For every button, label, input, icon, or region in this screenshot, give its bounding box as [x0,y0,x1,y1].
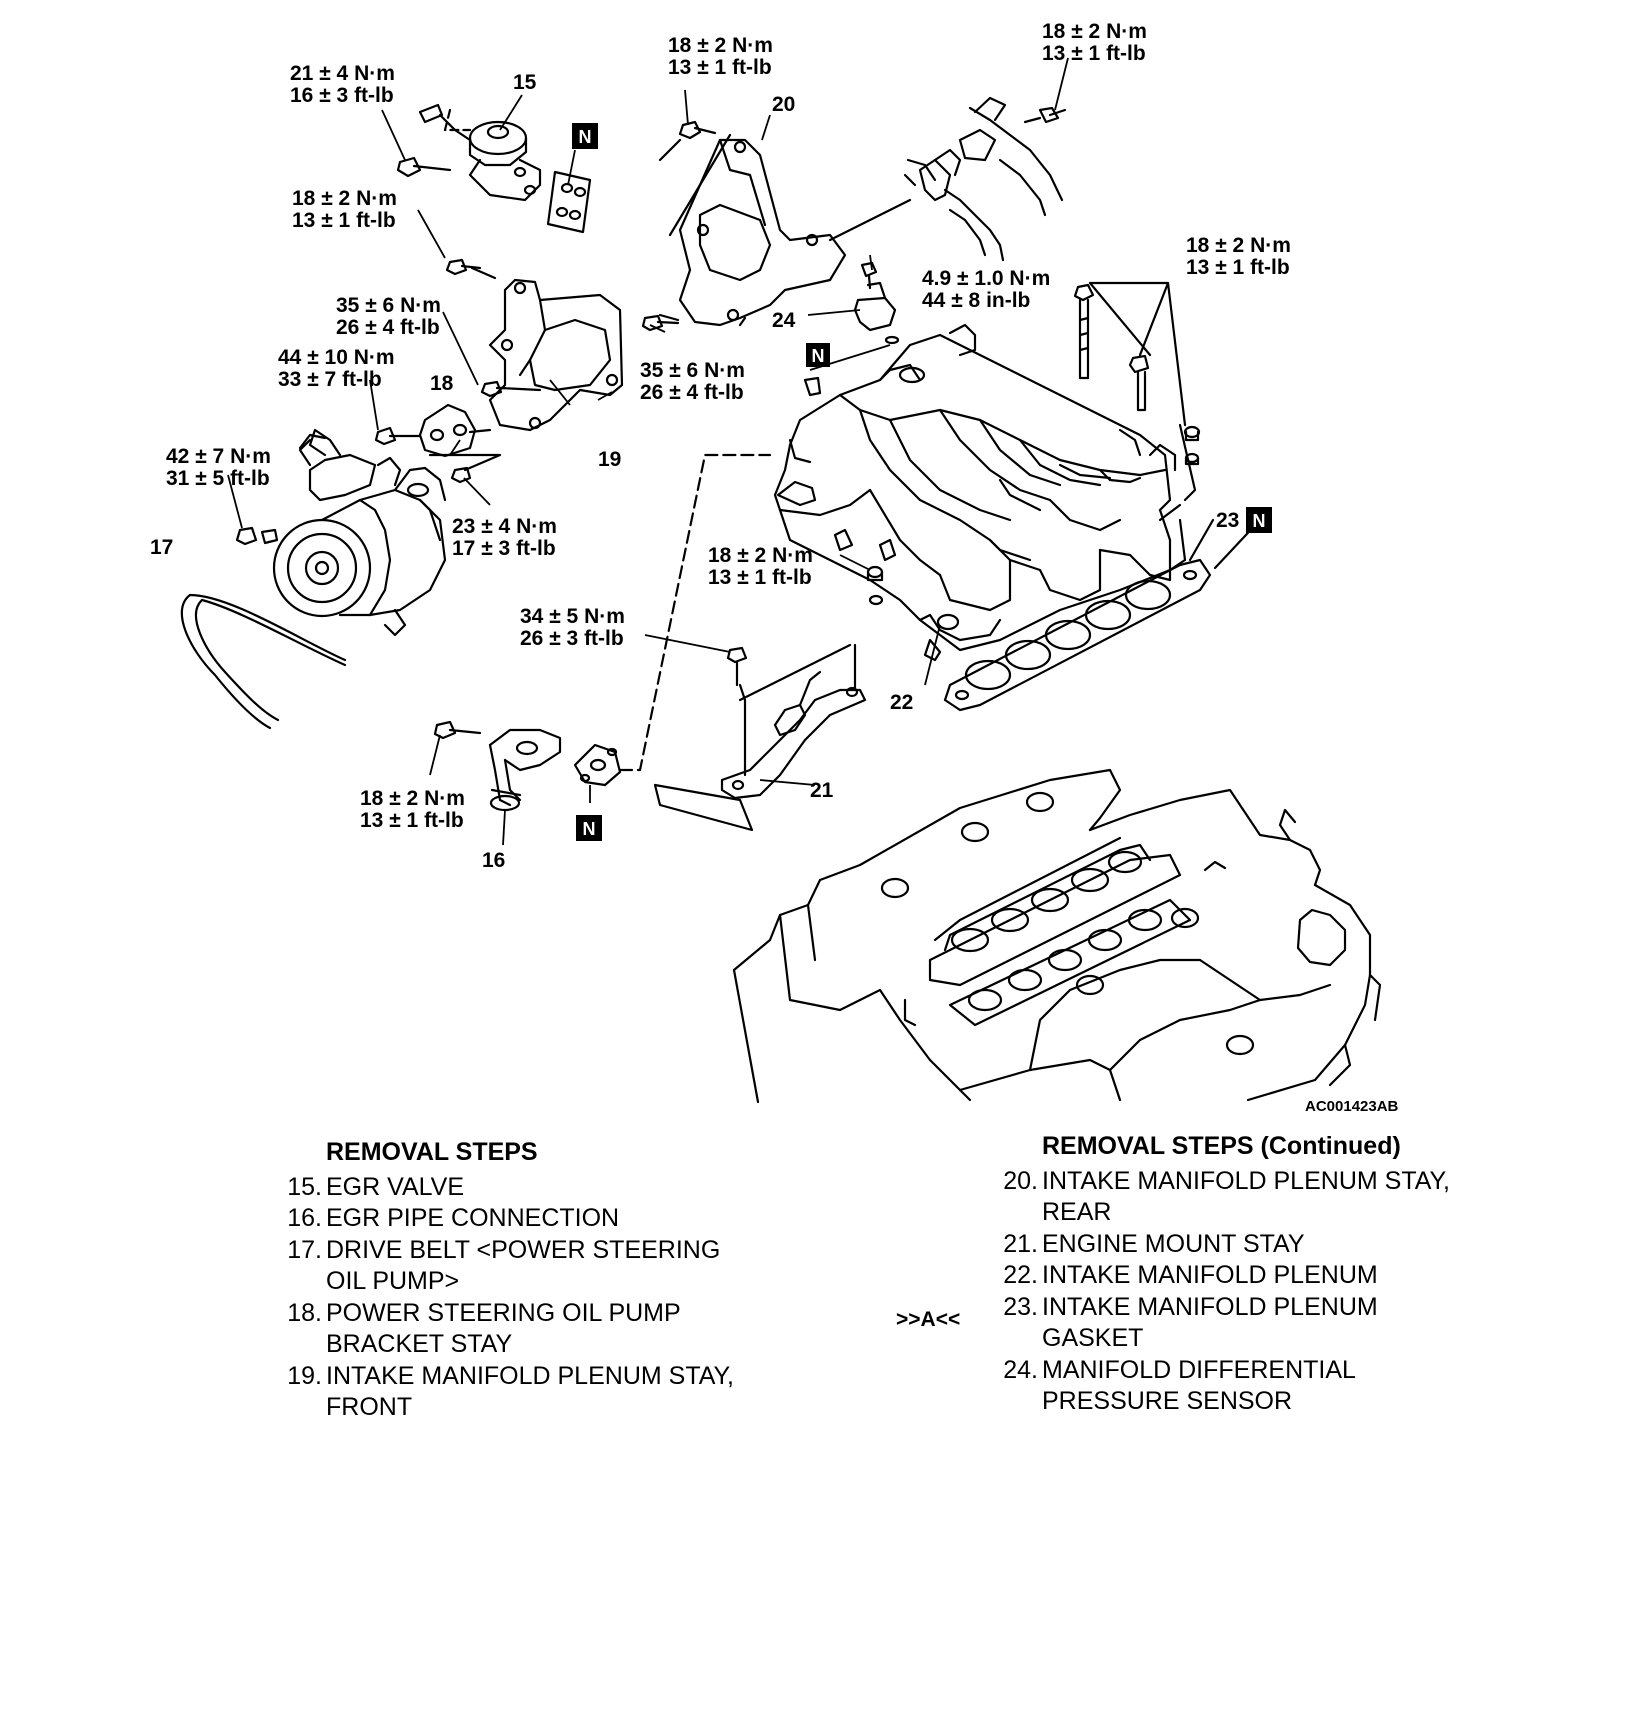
torque-stay-front-ftlb: 26 ± 4 ft-lb [336,316,440,339]
callout-24: 24 [772,309,796,332]
engine-block-drawing [732,768,1382,1104]
part-callouts: 15 16 17 18 19 20 21 22 23 24 [150,71,1239,872]
torque-egr-bolt-nm: 21 ± 4 N·m [290,62,395,85]
torque-stay-rear-top-ftlb: 13 ± 1 ft-lb [668,56,772,79]
callout-20: 20 [772,93,795,116]
egr-pipe-drawing [488,728,562,812]
n-marker-egr-pipe-gasket: N [583,819,596,839]
torque-ps-bolt-nm: 44 ± 10 N·m [278,346,395,369]
torque-plenum-bolts-ftlb: 13 ± 1 ft-lb [1186,256,1290,279]
callout-15: 15 [513,71,537,94]
callout-21: 21 [810,779,834,802]
torque-stay-front-nm: 35 ± 6 N·m [336,294,441,317]
torque-plenum-bolts-nm: 18 ± 2 N·m [1186,234,1291,257]
removal-steps-heading: REMOVAL STEPS [326,1138,538,1166]
step-19: 19. INTAKE MANIFOLD PLENUM STAY, FRONT [287,1361,734,1422]
engine-mount-stay-drawing [720,670,867,800]
callout-22: 22 [890,691,913,714]
drive-belt-drawing [180,593,347,730]
plenum-bolts-drawing [866,283,1201,606]
torque-stay-rear-bottom-nm: 35 ± 6 N·m [640,359,745,382]
n-marker-plenum-gasket: N [1253,511,1266,531]
bolt-16 [433,720,482,740]
torque-bracket-bolt-nm: 18 ± 2 N·m [292,187,397,210]
service-point-marker: >>A<< [896,1308,961,1331]
n-marker-boxes: N N N N [572,123,1272,841]
step-17: 17. DRIVE BELT <POWER STEERING OIL PUMP> [287,1235,721,1296]
torque-top-right-nm: 18 ± 2 N·m [1042,20,1147,43]
callout-19: 19 [598,448,621,471]
torque-stay-rear-top-nm: 18 ± 2 N·m [668,34,773,57]
stay-front-drawing [488,278,624,432]
torque-pump-nut-nm: 42 ± 7 N·m [166,445,271,468]
egr-valve-drawing [418,103,542,202]
removal-steps-left: REMOVAL STEPS 15. EGR VALVE 16. EGR PIPE… [280,1137,800,1424]
power-steering-pump-drawing [272,428,447,637]
upper-hose-bracket-drawing [903,96,1064,262]
torque-sensor-nm: 4.9 ± 1.0 N·m [922,267,1050,290]
callout-17: 17 [150,536,173,559]
torque-egr-bolt-ftlb: 16 ± 3 ft-lb [290,84,394,107]
torque-mount-stay-ftlb: 26 ± 3 ft-lb [520,627,624,650]
pump-nut [235,526,258,546]
stay-rear-drawing [678,138,847,327]
step-22: 22. INTAKE MANIFOLD PLENUM [1003,1261,1378,1289]
bolt-18 [374,426,422,446]
torque-egr-pipe-ftlb: 13 ± 1 ft-lb [360,809,464,832]
callout-16: 16 [482,849,505,872]
step-18: 18. POWER STEERING OIL PUMP BRACKET STAY [287,1298,681,1359]
bolt-19-top [445,258,482,276]
figure-reference: AC001423AB [1305,1098,1399,1115]
intake-manifold-plenum-drawing [773,323,1187,662]
pressure-sensor-drawing [853,261,900,345]
n-marker-egr-gasket: N [579,127,592,147]
torque-bracket-bolt-ftlb: 13 ± 1 ft-lb [292,209,396,232]
torque-mount-stay-nm: 34 ± 5 N·m [520,605,625,628]
step-16: 16. EGR PIPE CONNECTION [287,1204,620,1232]
plenum-gasket-drawing [943,558,1212,712]
torque-pump-nut-ftlb: 31 ± 5 ft-lb [166,467,270,490]
bolt-20-top [678,120,717,140]
ps-bracket-stay-drawing [418,403,477,458]
egr-pipe-gasket-drawing [573,743,622,787]
n-marker-sensor-oring: N [812,346,825,366]
torque-egr-pipe-nm: 18 ± 2 N·m [360,787,465,810]
callout-18: 18 [430,372,454,395]
step-15: 15. EGR VALVE [287,1172,465,1201]
bolt-15 [396,156,452,178]
removal-steps-right: REMOVAL STEPS (Continued) 20. INTAKE MAN… [996,1131,1516,1418]
torque-stay-rear-bottom-ftlb: 26 ± 4 ft-lb [640,381,744,404]
torque-sensor-inlb: 44 ± 8 in-lb [922,289,1030,312]
step-23: 23. INTAKE MANIFOLD PLENUM GASKET [1003,1292,1378,1353]
torque-plenum-nut-nm: 18 ± 2 N·m [708,544,813,567]
torque-bracket-small-nm: 23 ± 4 N·m [452,515,557,538]
torque-bracket-small-ftlb: 17 ± 3 ft-lb [452,537,556,560]
torque-labels: 21 ± 4 N·m 16 ± 3 ft-lb 18 ± 2 N·m 13 ± … [166,20,1291,832]
removal-steps-continued-heading: REMOVAL STEPS (Continued) [1042,1132,1401,1160]
egr-gasket-drawing [546,170,592,234]
step-24: 24. MANIFOLD DIFFERENTIAL PRESSURE SENSO… [1003,1355,1356,1416]
step-20: 20. INTAKE MANIFOLD PLENUM STAY, REAR [1003,1166,1450,1227]
torque-plenum-nut-ftlb: 13 ± 1 ft-lb [708,566,812,589]
step-21: 21. ENGINE MOUNT STAY [1003,1229,1305,1258]
bolt-21 [726,646,748,687]
torque-top-right-ftlb: 13 ± 1 ft-lb [1042,42,1146,65]
torque-ps-bolt-ftlb: 33 ± 7 ft-lb [278,368,382,391]
callout-23: 23 [1216,509,1239,532]
